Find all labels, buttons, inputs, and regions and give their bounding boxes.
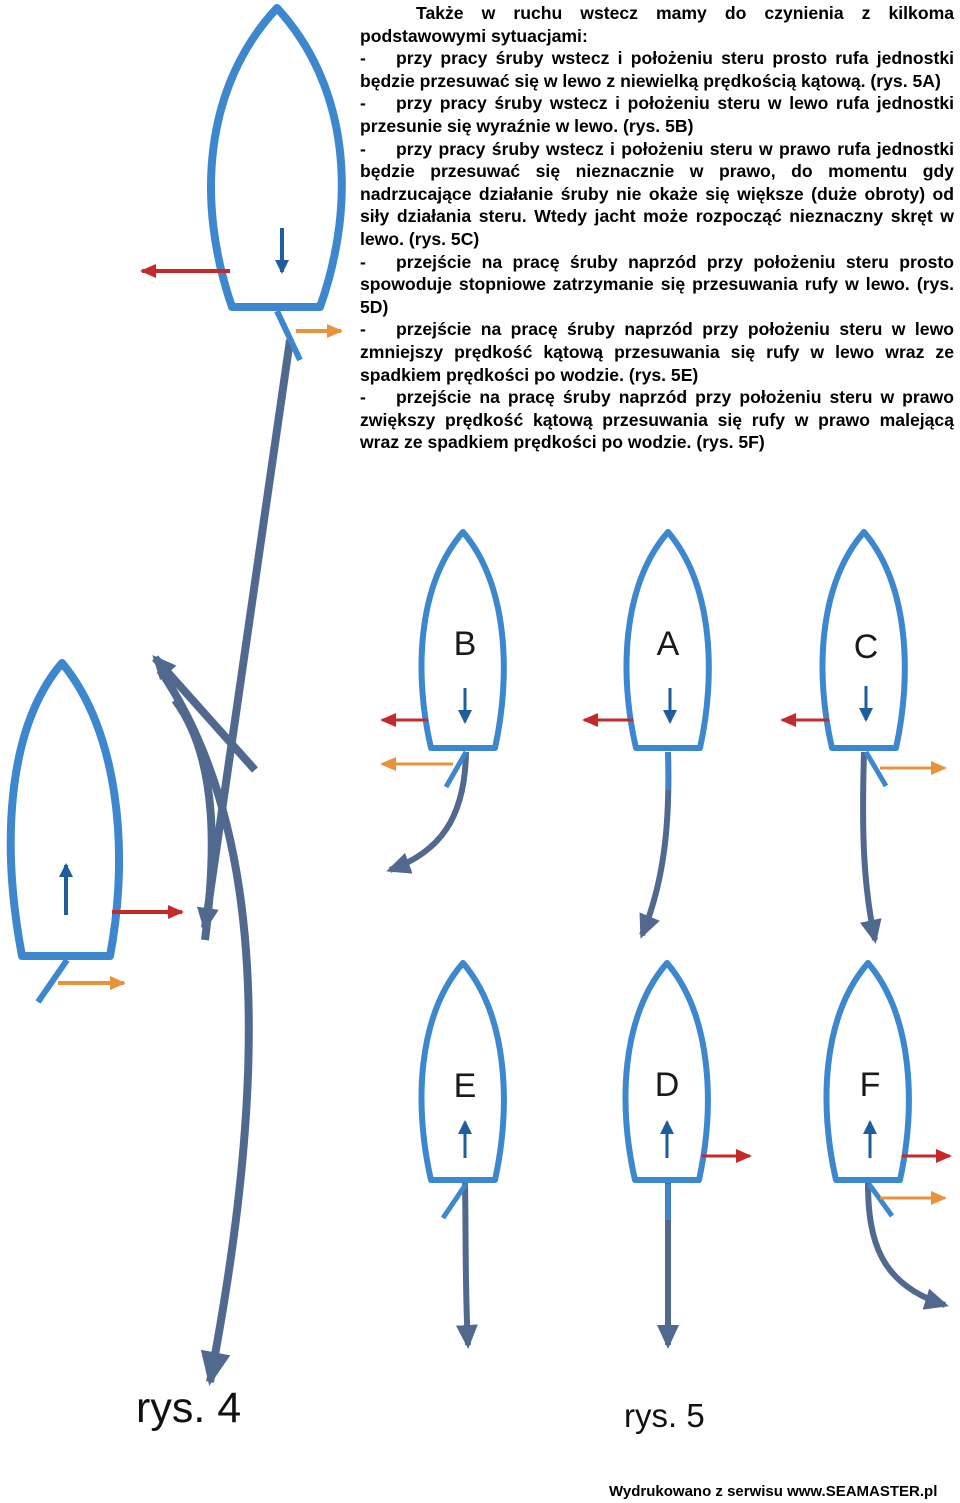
rys4-track-2 — [152, 655, 258, 773]
boat-label-A: A — [657, 625, 680, 663]
hull-F — [823, 960, 912, 1183]
list-dash: - — [360, 93, 366, 114]
list-item-text: przejście na pracę śruby naprzód przy po… — [360, 319, 954, 385]
description-text: Także w ruchu wstecz mamy do czynienia z… — [360, 2, 954, 454]
list-item-text: przy pracy śruby wstecz i położeniu ster… — [360, 93, 954, 136]
track-B — [386, 751, 469, 874]
track-C — [860, 751, 882, 944]
rys5-boat-A: A — [582, 529, 712, 939]
rudder-E — [440, 1182, 469, 1220]
list-dash: - — [360, 138, 366, 159]
list-dash: - — [360, 319, 366, 340]
rys5-boat-F: F — [823, 960, 952, 1310]
boat-label-F: F — [860, 1066, 881, 1104]
boat-label-E: E — [454, 1067, 477, 1105]
rudder-B — [443, 750, 469, 789]
intro-paragraph: Także w ruchu wstecz mamy do czynienia z… — [360, 3, 954, 46]
list-item-text: przejście na pracę śruby naprzód przy po… — [360, 387, 954, 453]
list-dash: - — [360, 48, 366, 69]
rys4-track-1 — [196, 339, 294, 932]
list-item: -przy pracy śruby wstecz i położeniu ste… — [360, 47, 954, 92]
track-F — [865, 1182, 949, 1310]
rys5-boat-C: C — [780, 529, 947, 944]
list-item-text: przy pracy śruby wstecz i położeniu ster… — [360, 48, 954, 91]
hull-E — [418, 960, 507, 1183]
list-item-text: przejście na pracę śruby naprzód przy po… — [360, 251, 954, 317]
rys4-track-4 — [171, 697, 216, 941]
list-item: -przejście na pracę śruby naprzód przy p… — [360, 318, 954, 386]
boat-label-C: C — [854, 628, 879, 666]
rys4-diagram — [6, 4, 346, 1386]
list-item-text: przy pracy śruby wstecz i położeniu ster… — [360, 138, 954, 249]
rys5-boat-B: B — [380, 529, 507, 874]
list-item: -przy pracy śruby wstecz i położeniu ste… — [360, 92, 954, 137]
list-item: -przy pracy śruby wstecz i położeniu ste… — [360, 138, 954, 251]
list-item: -przejście na pracę śruby naprzód przy p… — [360, 251, 954, 319]
rys4-hull-top — [206, 4, 346, 311]
hull-C — [819, 529, 908, 751]
rudder-F — [866, 1182, 895, 1218]
hull-A — [623, 529, 712, 751]
track-A — [639, 751, 672, 939]
list-dash: - — [360, 251, 366, 272]
rys4-hull-left — [6, 659, 124, 960]
list-item: -przejście na pracę śruby naprzód przy p… — [360, 386, 954, 454]
rudder-C — [863, 750, 889, 788]
footer-credit: Wydrukowano z serwisu www.SEAMASTER.pl — [609, 1483, 938, 1500]
hull-B — [418, 529, 507, 751]
boat-label-B: B — [454, 625, 477, 663]
rys4-rudder-top — [274, 309, 303, 362]
rys5-boat-D: D — [622, 960, 752, 1349]
rys4-rudder-left — [35, 958, 70, 1004]
rys4-caption: rys. 4 — [136, 1384, 242, 1432]
list-dash: - — [360, 387, 366, 408]
track-E — [455, 1182, 478, 1349]
rys5-boat-E: E — [418, 960, 507, 1349]
hull-D — [622, 960, 711, 1183]
boat-label-D: D — [655, 1066, 680, 1104]
rys5-caption: rys. 5 — [624, 1397, 705, 1434]
